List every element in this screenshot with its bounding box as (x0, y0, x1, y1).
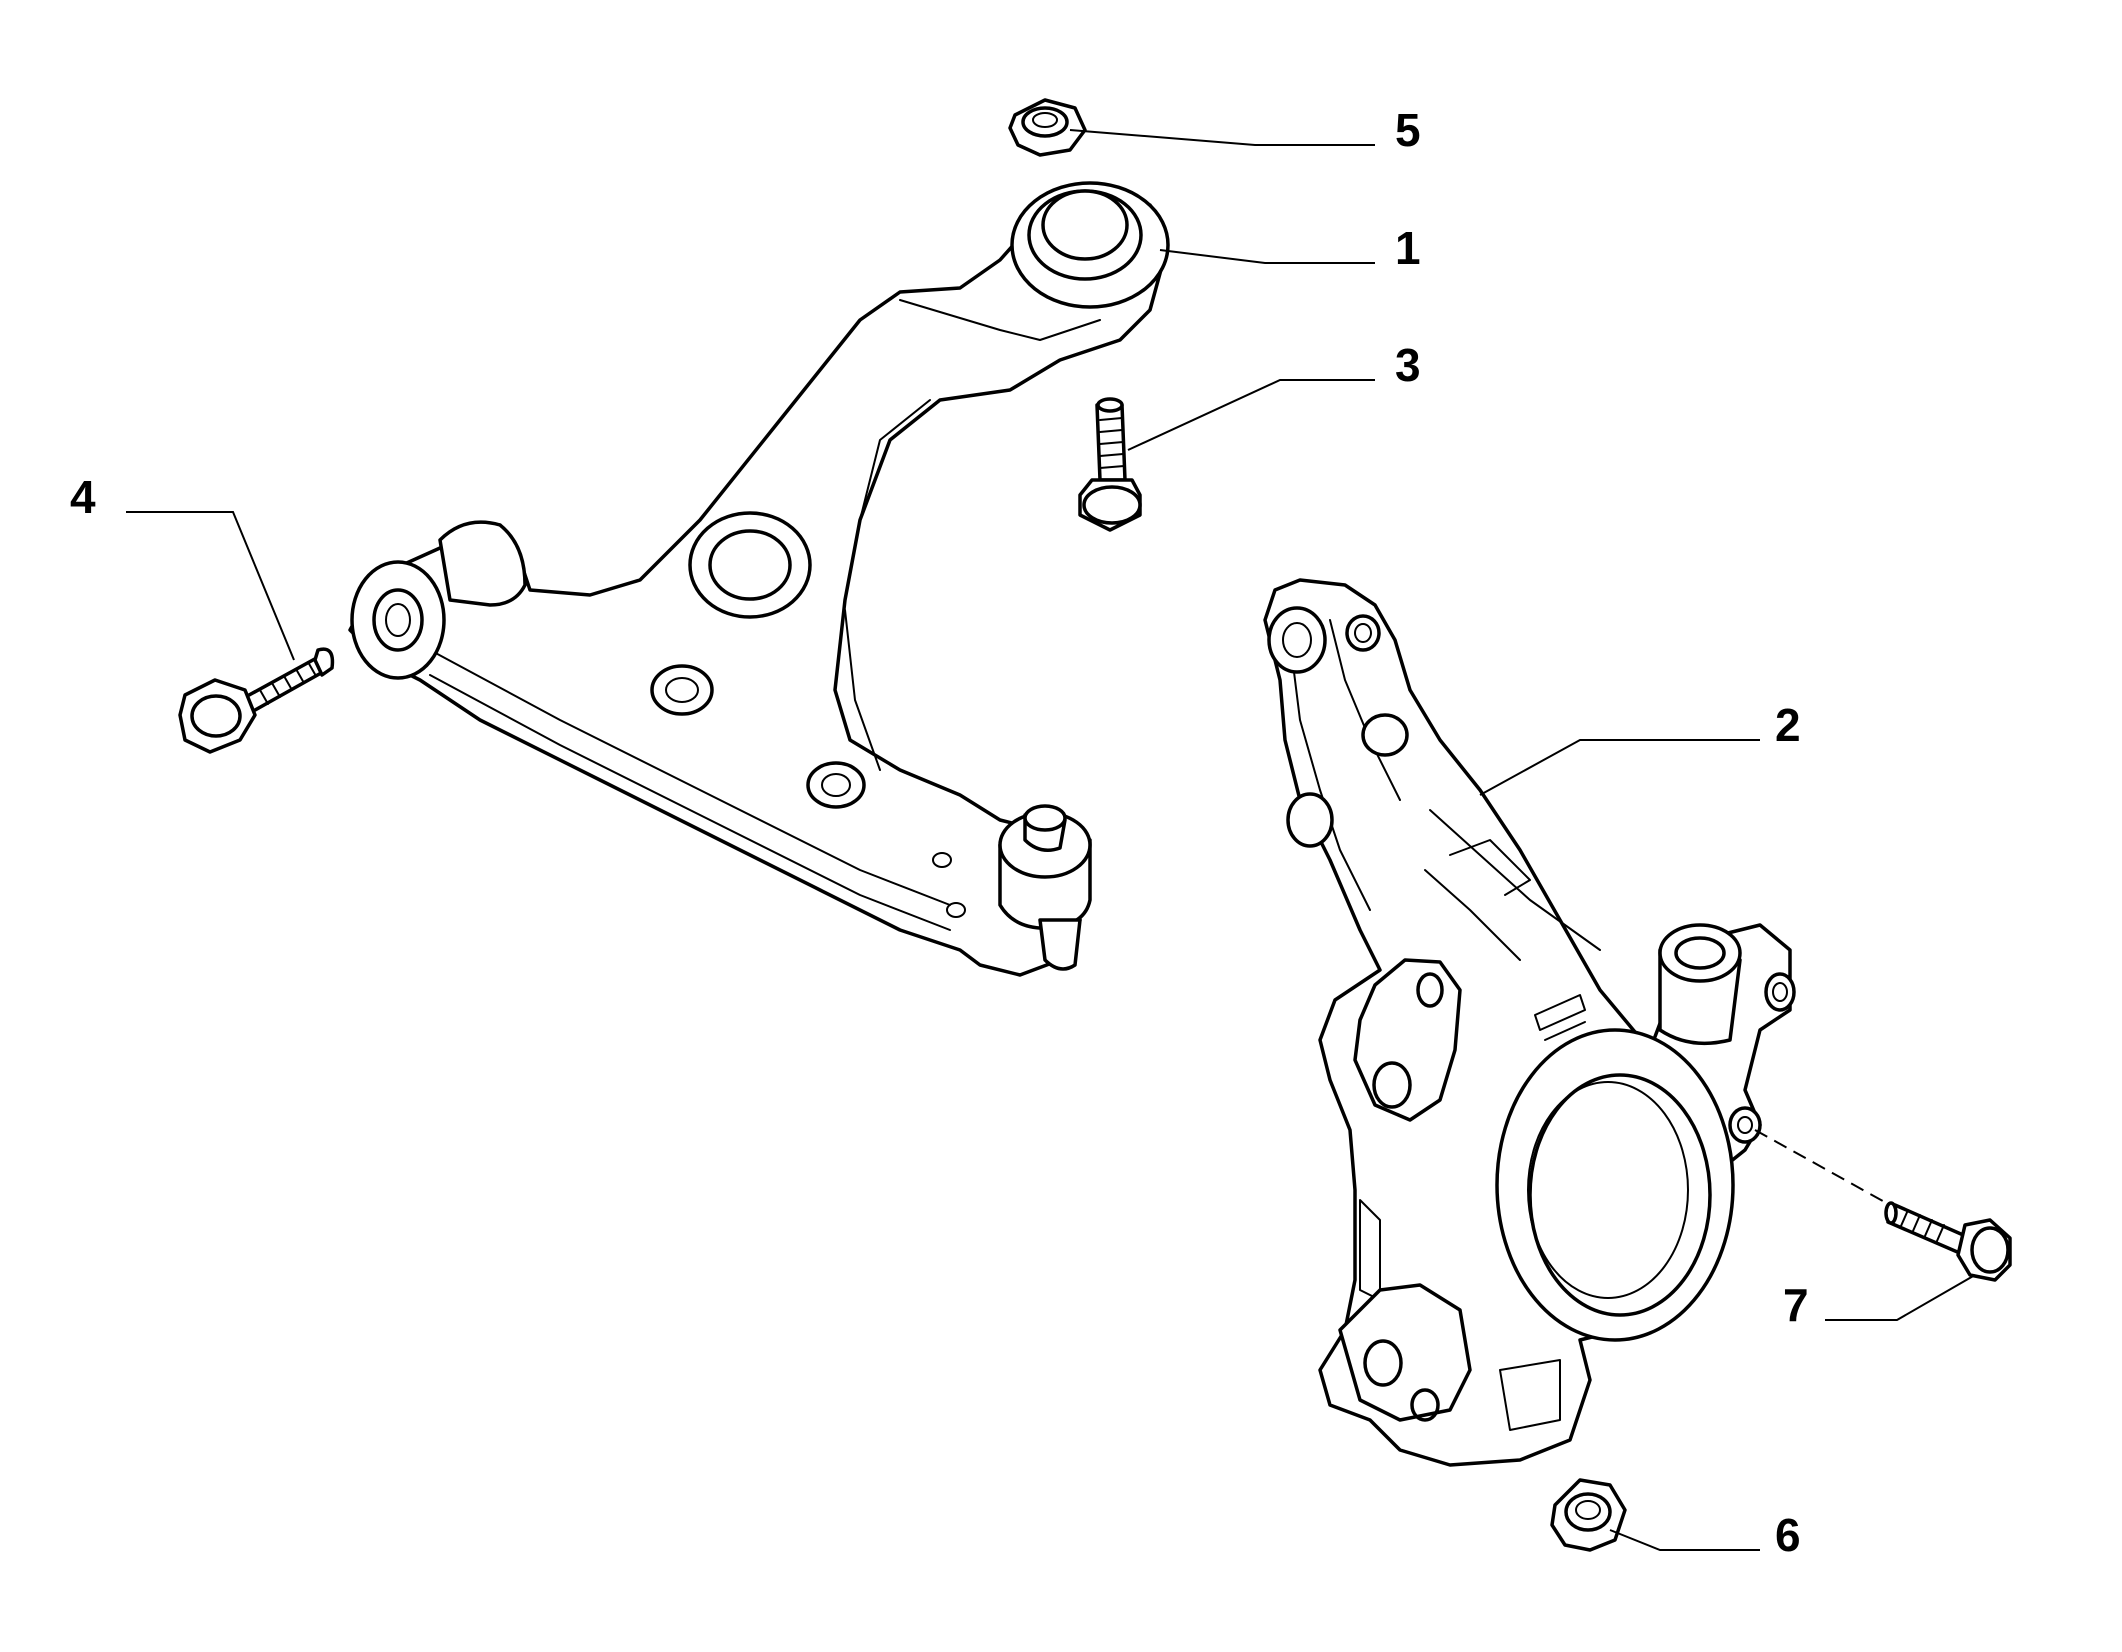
callout-2: 2 (1775, 699, 1801, 751)
callout-4: 4 (70, 471, 96, 523)
leader-line-5 (1069, 129, 1375, 146)
callout-6: 6 (1775, 1509, 1801, 1561)
callout-1: 1 (1395, 222, 1421, 274)
control-arm-part[interactable] (348, 181, 1170, 977)
leader-line-4 (126, 511, 295, 661)
bolt-4-part[interactable] (178, 647, 335, 754)
leader-line-2 (1479, 739, 1760, 796)
nut-6-part[interactable] (1550, 1478, 1627, 1552)
assembly-axis-line (1754, 1129, 1891, 1206)
bolt-7-part[interactable] (1884, 1201, 2012, 1282)
callout-7: 7 (1783, 1279, 1809, 1331)
leader-line-1 (1159, 249, 1375, 264)
leader-line-3 (1127, 379, 1375, 451)
nut-5-part[interactable] (1008, 98, 1087, 157)
callout-5: 5 (1395, 104, 1421, 156)
bolt-3-part[interactable] (1078, 397, 1142, 532)
leader-line-7 (1825, 1274, 1976, 1321)
leader-line-6 (1609, 1529, 1760, 1551)
steering-knuckle-part[interactable] (1263, 578, 1796, 1467)
callout-3: 3 (1395, 339, 1421, 391)
